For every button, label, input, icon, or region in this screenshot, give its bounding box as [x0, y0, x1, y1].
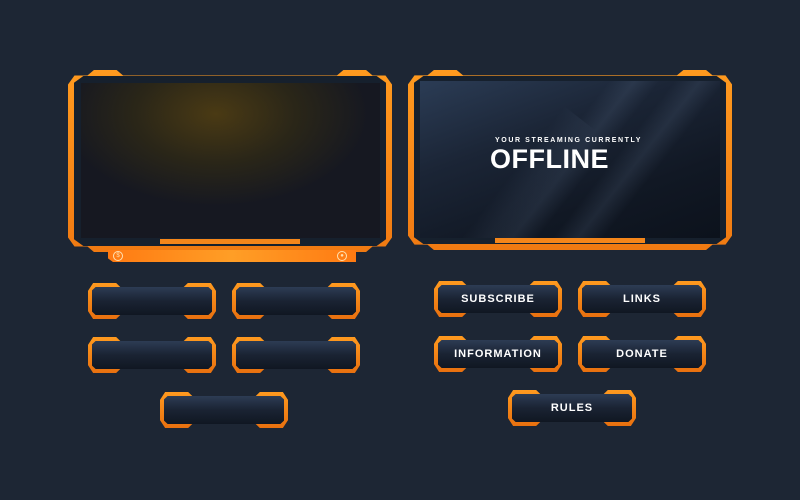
webcam-info-strip — [108, 250, 356, 262]
subscribe-button[interactable]: SUBSCRIBE — [434, 281, 562, 317]
offline-screen — [420, 81, 720, 238]
webcam-screen — [81, 83, 380, 238]
blank-button[interactable] — [232, 337, 360, 373]
blank-button[interactable] — [88, 337, 216, 373]
rules-button-label: RULES — [512, 394, 632, 422]
user-icon: ● — [337, 251, 347, 261]
offline-bottom-notch — [495, 238, 645, 243]
information-button[interactable]: INFORMATION — [434, 336, 562, 372]
information-button-label: INFORMATION — [438, 340, 558, 368]
subscribe-button-label: SUBSCRIBE — [438, 285, 558, 313]
rules-button[interactable]: RULES — [508, 390, 636, 426]
links-button[interactable]: LINKS — [578, 281, 706, 317]
offline-subtitle: YOUR STREAMING CURRENTLY — [495, 137, 643, 144]
donate-button-label: DONATE — [582, 340, 702, 368]
webcam-bottom-notch — [160, 239, 300, 244]
blank-button[interactable] — [88, 283, 216, 319]
offline-title: OFFLINE — [490, 144, 609, 174]
blank-button[interactable] — [232, 283, 360, 319]
dollar-icon: $ — [113, 251, 123, 261]
links-button-label: LINKS — [582, 285, 702, 313]
blank-button[interactable] — [160, 392, 288, 428]
donate-button[interactable]: DONATE — [578, 336, 706, 372]
